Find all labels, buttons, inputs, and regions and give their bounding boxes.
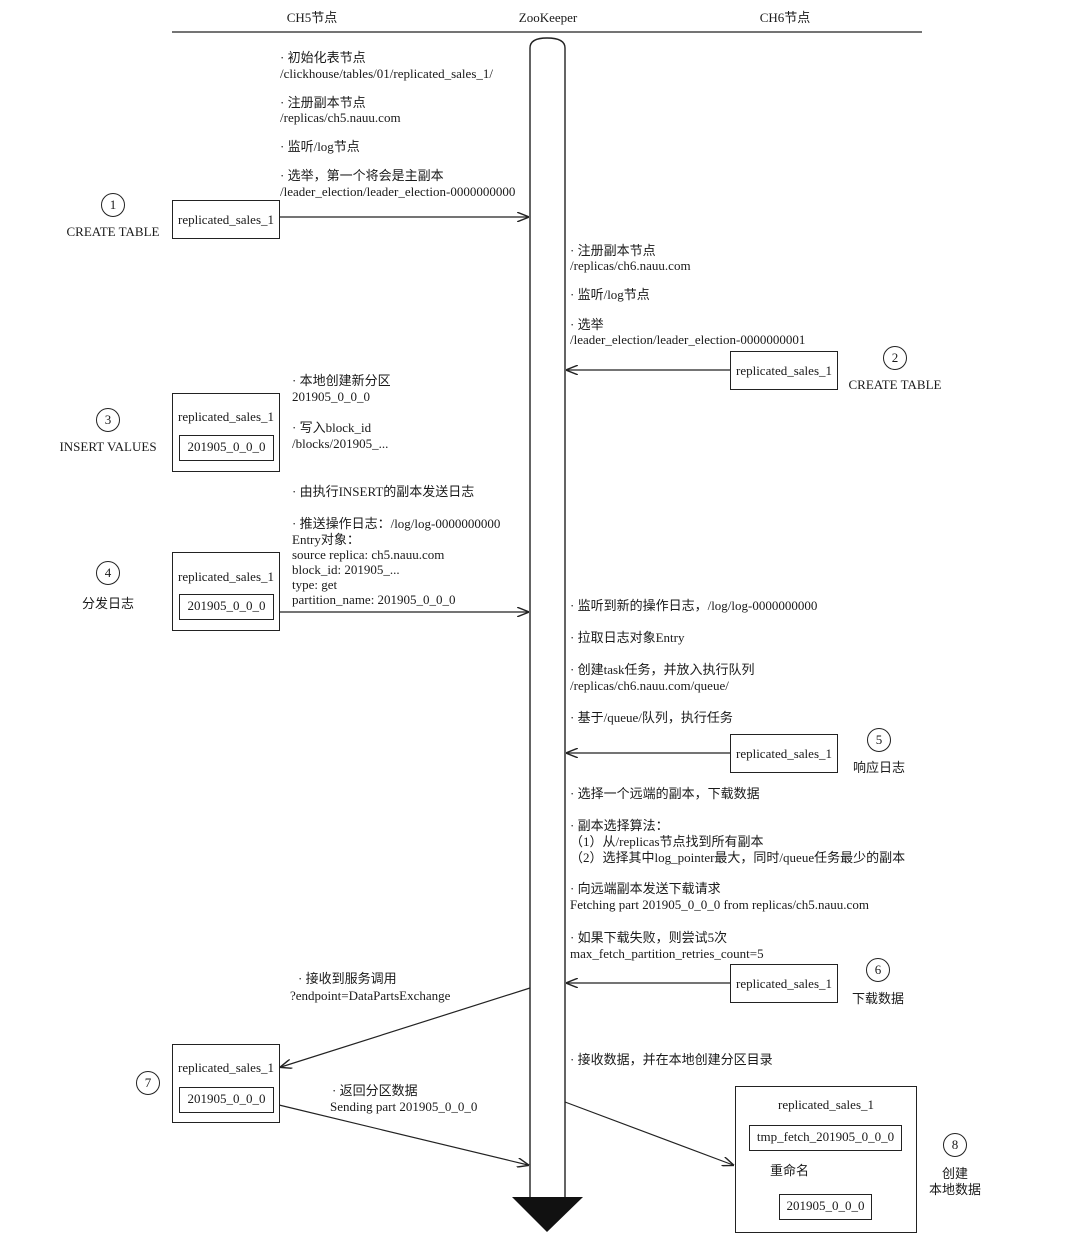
step-8-badge: 8 xyxy=(943,1133,967,1157)
step-4-badge: 4 xyxy=(96,561,120,585)
ch5-node-header: CH5节点 xyxy=(286,10,338,25)
note-title: · 选举 xyxy=(570,317,604,332)
step-1-badge: 1 xyxy=(101,193,125,217)
note-title: · 基于/queue/队列，执行任务 xyxy=(570,710,733,725)
note-title: · 副本选择算法： xyxy=(570,818,669,833)
note-line: Sending part 201905_0_0_0 xyxy=(330,1099,478,1114)
note-line: /replicas/ch5.nauu.com xyxy=(280,110,401,125)
table-name: replicated_sales_1 xyxy=(177,409,274,424)
note-line: max_fetch_partition_retries_count=5 xyxy=(570,946,764,961)
note-title: · 接收到服务调用 xyxy=(298,971,397,986)
ch6-table-box-download: replicated_sales_1 xyxy=(730,964,838,1003)
step-6-label: 下载数据 xyxy=(851,991,905,1006)
table-name: replicated_sales_1 xyxy=(777,1097,874,1112)
note-line: source replica: ch5.nauu.com xyxy=(292,547,445,562)
step-5-badge: 5 xyxy=(867,728,891,752)
note-title: · 返回分区数据 xyxy=(332,1083,418,1098)
ch5-table-box-send: replicated_sales_1 201905_0_0_0 xyxy=(172,1044,280,1123)
table-name: replicated_sales_1 xyxy=(735,363,832,378)
tmp-partition-box: tmp_fetch_201905_0_0_0 xyxy=(749,1125,902,1151)
table-name: replicated_sales_1 xyxy=(177,1060,274,1075)
table-name: replicated_sales_1 xyxy=(735,746,832,761)
step-4-label: 分发日志 xyxy=(81,596,135,611)
step-5-label: 响应日志 xyxy=(852,760,906,775)
note-title: · 由执行INSERT的副本发送日志 xyxy=(292,484,475,499)
arrow-send-part xyxy=(278,1104,528,1165)
note-title: · 拉取日志对象Entry xyxy=(570,630,685,645)
note-title: · 选择一个远端的副本，下载数据 xyxy=(570,786,760,801)
note-line: /blocks/201905_... xyxy=(292,436,389,451)
note-line: 201905_0_0_0 xyxy=(292,389,370,404)
note-line: Entry对象： xyxy=(292,532,360,547)
note-line: /leader_election/leader_election-0000000… xyxy=(280,184,516,199)
note-title: · 推送操作日志：/log/log-0000000000 xyxy=(292,516,501,531)
note-title: · 接收数据，并在本地创建分区目录 xyxy=(570,1052,773,1067)
note-title: · 注册副本节点 xyxy=(570,243,656,258)
note-title: · 向远端副本发送下载请求 xyxy=(570,881,721,896)
step-8-label: 创建 xyxy=(941,1166,969,1181)
note-title: · 选举，第一个将会是主副本 xyxy=(280,168,444,183)
step-2-badge: 2 xyxy=(883,346,907,370)
step-8-label-line2: 本地数据 xyxy=(928,1182,982,1197)
ch5-table-box-insert: replicated_sales_1 201905_0_0_0 xyxy=(172,393,280,472)
note-title: · 注册副本节点 xyxy=(280,95,366,110)
note-title: · 监听到新的操作日志，/log/log-0000000000 xyxy=(570,598,818,613)
ch6-node-header: CH6节点 xyxy=(759,10,811,25)
ch6-table-box: replicated_sales_1 xyxy=(730,351,838,390)
note-title: · 初始化表节点 xyxy=(280,50,366,65)
note-line: ?endpoint=DataPartsExchange xyxy=(290,988,451,1003)
ch5-table-box: replicated_sales_1 xyxy=(172,200,280,239)
step-2-label: CREATE TABLE xyxy=(848,377,942,392)
note-title: · 监听/log节点 xyxy=(570,287,650,302)
note-line: /replicas/ch6.nauu.com xyxy=(570,258,691,273)
step-6-badge: 6 xyxy=(866,958,890,982)
rename-label: 重命名 xyxy=(770,1163,810,1178)
note-line: block_id: 201905_... xyxy=(292,562,400,577)
note-title: · 本地创建新分区 xyxy=(292,373,391,388)
zookeeper-lifeline xyxy=(529,37,566,1198)
note-title: · 监听/log节点 xyxy=(280,139,360,154)
table-name: replicated_sales_1 xyxy=(735,976,832,991)
note-line: /leader_election/leader_election-0000000… xyxy=(570,332,806,347)
step-7-badge: 7 xyxy=(136,1071,160,1095)
note-line: partition_name: 201905_0_0_0 xyxy=(292,592,456,607)
note-line: （1）从/replicas节点找到所有副本 xyxy=(570,834,764,849)
zookeeper-header: ZooKeeper xyxy=(518,10,578,25)
step-3-badge: 3 xyxy=(96,408,120,432)
ch5-table-box-log: replicated_sales_1 201905_0_0_0 xyxy=(172,552,280,631)
partition-box: 201905_0_0_0 xyxy=(779,1194,872,1220)
note-title: · 写入block_id xyxy=(292,420,372,435)
note-line: type: get xyxy=(292,577,338,592)
note-title: · 创建task任务，并放入执行队列 xyxy=(570,662,755,677)
note-title: · 如果下载失败，则尝试5次 xyxy=(570,930,728,945)
step-1-label: CREATE TABLE xyxy=(66,224,160,239)
arrow-receive-part xyxy=(564,1101,733,1165)
note-line: /clickhouse/tables/01/replicated_sales_1… xyxy=(280,66,493,81)
partition-box: 201905_0_0_0 xyxy=(179,1087,274,1113)
ch6-table-box-respond: replicated_sales_1 xyxy=(730,734,838,773)
partition-box: 201905_0_0_0 xyxy=(179,594,274,620)
arrow-service-call xyxy=(281,987,531,1067)
note-line: （2）选择其中log_pointer最大，同时/queue任务最少的副本 xyxy=(570,850,906,865)
step-3-label: INSERT VALUES xyxy=(59,439,157,454)
table-name: replicated_sales_1 xyxy=(177,569,274,584)
note-line: /replicas/ch6.nauu.com/queue/ xyxy=(570,678,729,693)
table-name: replicated_sales_1 xyxy=(177,212,274,227)
zookeeper-lifeline-end-arrow xyxy=(512,1197,583,1232)
note-line: Fetching part 201905_0_0_0 from replicas… xyxy=(570,897,869,912)
partition-box: 201905_0_0_0 xyxy=(179,435,274,461)
ch6-local-data-box: replicated_sales_1 tmp_fetch_201905_0_0_… xyxy=(735,1086,917,1233)
